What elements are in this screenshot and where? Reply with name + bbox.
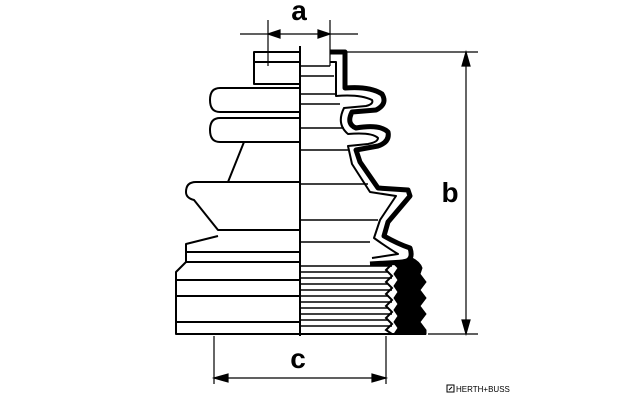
watermark-icon <box>446 384 455 393</box>
dimension-a <box>240 20 358 66</box>
dimension-label-a: a <box>291 0 307 26</box>
dimension-c <box>211 336 389 384</box>
dimension-label-c: c <box>290 343 306 374</box>
boot-ribbed-section <box>300 257 427 335</box>
watermark-logo: HERTH+BUSS <box>446 384 510 394</box>
dimension-b <box>345 49 478 337</box>
boot-section-right <box>300 49 414 267</box>
boot-outline-left <box>175 51 300 335</box>
watermark-text: HERTH+BUSS <box>456 385 510 394</box>
dimension-label-b: b <box>441 177 458 208</box>
